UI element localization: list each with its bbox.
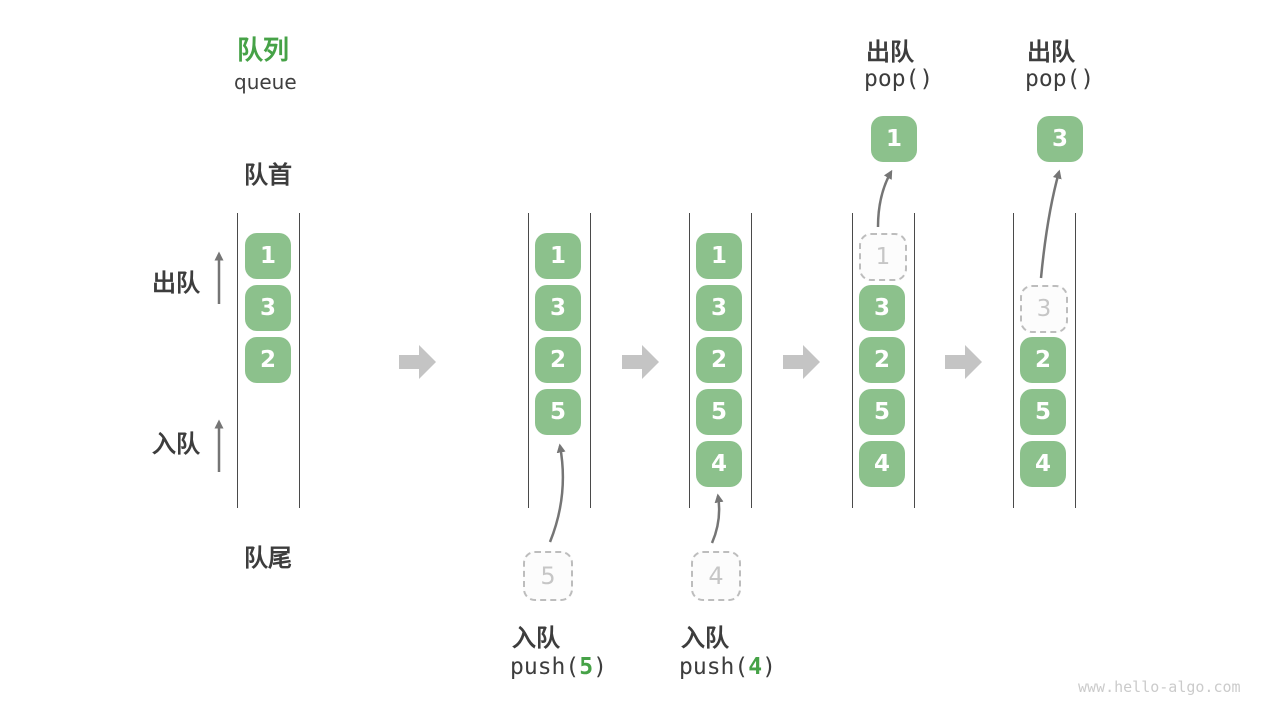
popped-value-box: 1 <box>871 116 917 162</box>
queue-rail-4 <box>852 213 915 508</box>
label-enqueue-op-2: 入队 <box>681 624 729 652</box>
queue-cell: 5 <box>696 389 742 435</box>
right-arrow-icon <box>783 345 820 379</box>
label-enqueue-side: 入队 <box>152 430 200 458</box>
queue-cell: 2 <box>245 337 291 383</box>
popped-value-box: 3 <box>1037 116 1083 162</box>
diagram-title-en: queue <box>234 70 297 94</box>
code-push-2-pre: push( <box>679 654 749 680</box>
right-arrow-icon <box>399 345 436 379</box>
queue-cell: 3 <box>859 285 905 331</box>
code-pop-1: pop() <box>864 66 934 92</box>
queue-cell: 4 <box>696 441 742 487</box>
queue-cell: 1 <box>245 233 291 279</box>
queue-cell: 2 <box>696 337 742 383</box>
queue-cell-removed: 1 <box>859 233 907 281</box>
queue-cell: 2 <box>535 337 581 383</box>
queue-cell: 5 <box>1020 389 1066 435</box>
right-arrow-icon <box>945 345 982 379</box>
code-push-2: push(4) <box>679 654 776 680</box>
queue-cell: 3 <box>535 285 581 331</box>
pending-value-box: 4 <box>691 551 741 601</box>
queue-cell: 1 <box>535 233 581 279</box>
queue-cell: 5 <box>859 389 905 435</box>
diagram-title-zh: 队列 <box>237 36 290 66</box>
code-push-1-post: ) <box>593 654 607 680</box>
label-queue-front: 队首 <box>244 161 292 189</box>
queue-rail-3 <box>689 213 752 508</box>
code-push-1-pre: push( <box>510 654 580 680</box>
label-queue-rear: 队尾 <box>244 544 292 572</box>
code-push-2-arg: 4 <box>748 654 763 680</box>
watermark: www.hello-algo.com <box>1078 678 1241 696</box>
queue-cell: 3 <box>245 285 291 331</box>
code-push-1: push(5) <box>510 654 607 680</box>
label-dequeue-op-1: 出队 <box>866 38 914 66</box>
queue-cell: 3 <box>696 285 742 331</box>
queue-cell: 4 <box>859 441 905 487</box>
queue-cell: 2 <box>859 337 905 383</box>
queue-cell: 5 <box>535 389 581 435</box>
queue-cell-removed: 3 <box>1020 285 1068 333</box>
pending-value-box: 5 <box>523 551 573 601</box>
queue-cell: 4 <box>1020 441 1066 487</box>
queue-cell: 2 <box>1020 337 1066 383</box>
right-arrow-icon <box>622 345 659 379</box>
queue-rail-1 <box>237 213 300 508</box>
queue-cell: 1 <box>696 233 742 279</box>
label-dequeue-op-2: 出队 <box>1027 38 1075 66</box>
label-dequeue-side: 出队 <box>152 269 200 297</box>
code-push-1-arg: 5 <box>579 654 594 680</box>
queue-rail-2 <box>528 213 591 508</box>
code-pop-2: pop() <box>1025 66 1095 92</box>
code-push-2-post: ) <box>762 654 776 680</box>
queue-rail-5 <box>1013 213 1076 508</box>
label-enqueue-op-1: 入队 <box>512 624 560 652</box>
